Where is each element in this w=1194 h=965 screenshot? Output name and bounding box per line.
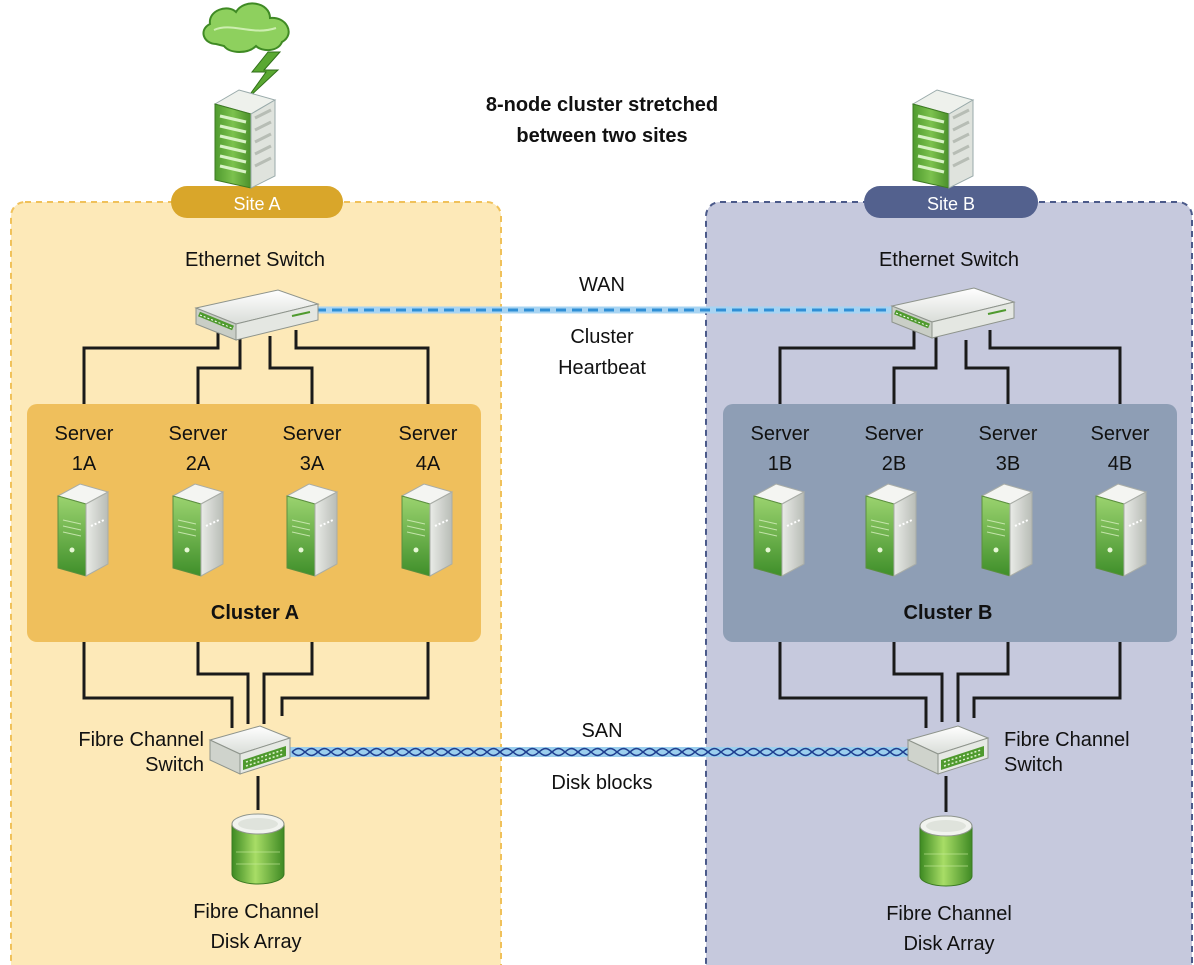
ethernet-switch-b-label: Ethernet Switch [879,249,1019,271]
san-label: SAN [581,720,622,742]
disk-array-a-label-line1: Fibre Channel [193,901,319,923]
site-a-label: Site A [233,194,280,214]
server-tower-icon [286,483,338,577]
cluster-a-box [27,404,481,642]
ethernet-switch-a-label: Ethernet Switch [185,249,325,271]
server-3b-label-line2: 3B [996,453,1020,475]
server-4b-label-line2: 4B [1108,453,1132,475]
ethernet-cables-b [778,328,1122,404]
fc-switch-b-label-line1: Fibre Channel [1004,729,1130,751]
server-4a-label-line2: 4A [416,453,441,475]
server-1a-label-line2: 1A [72,453,97,475]
site-a-pill [171,186,343,218]
site-b-pill [864,186,1038,218]
fc-cables-a [82,642,430,810]
diagram-title-line1: 8-node cluster stretched [486,94,718,116]
san-link [290,747,914,757]
diagram-title-line2: between two sites [516,125,687,147]
server-2a-label-line1: Server [169,423,228,445]
disk-blocks-label: Disk blocks [551,772,652,794]
server-4a-label-line1: Server [399,423,458,445]
cluster-b-box [723,404,1177,642]
server-2b-label-line2: 2B [882,453,906,475]
server-tower-icon [981,483,1033,577]
cloud-lightning-icon [202,2,290,101]
heartbeat-label-line1: Cluster [570,326,634,348]
server-1b-label-line1: Server [751,423,810,445]
fc-switch-a-label-line2: Switch [145,754,204,776]
disk-array-b-label-line2: Disk Array [903,933,994,955]
server-tower-icon [57,483,109,577]
cluster-b-label: Cluster B [904,602,993,624]
fc-cables-b [778,642,1122,812]
server-tower-icon [865,483,917,577]
building-icon [911,88,975,190]
fc-switch-b-label-line2: Switch [1004,754,1063,776]
server-2b-label-line1: Server [865,423,924,445]
server-4b-label-line1: Server [1091,423,1150,445]
server-3a-label-line2: 3A [300,453,325,475]
server-2a-label-line2: 2A [186,453,211,475]
wan-label: WAN [579,274,625,296]
server-tower-icon [753,483,805,577]
site-b-label: Site B [927,194,975,214]
disk-array-a-label-line2: Disk Array [210,931,301,953]
building-icon [213,88,277,190]
heartbeat-label-line2: Heartbeat [558,357,646,379]
disk-array-b-label-line1: Fibre Channel [886,903,1012,925]
server-3b-label-line1: Server [979,423,1038,445]
disk-array-icon [231,813,285,885]
server-tower-icon [1095,483,1147,577]
disk-array-icon [919,815,973,887]
server-tower-icon [401,483,453,577]
cluster-a-label: Cluster A [211,602,299,624]
server-1a-label-line1: Server [55,423,114,445]
server-tower-icon [172,483,224,577]
server-1b-label-line2: 1B [768,453,792,475]
fc-switch-a-label-line1: Fibre Channel [78,729,204,751]
server-3a-label-line1: Server [283,423,342,445]
